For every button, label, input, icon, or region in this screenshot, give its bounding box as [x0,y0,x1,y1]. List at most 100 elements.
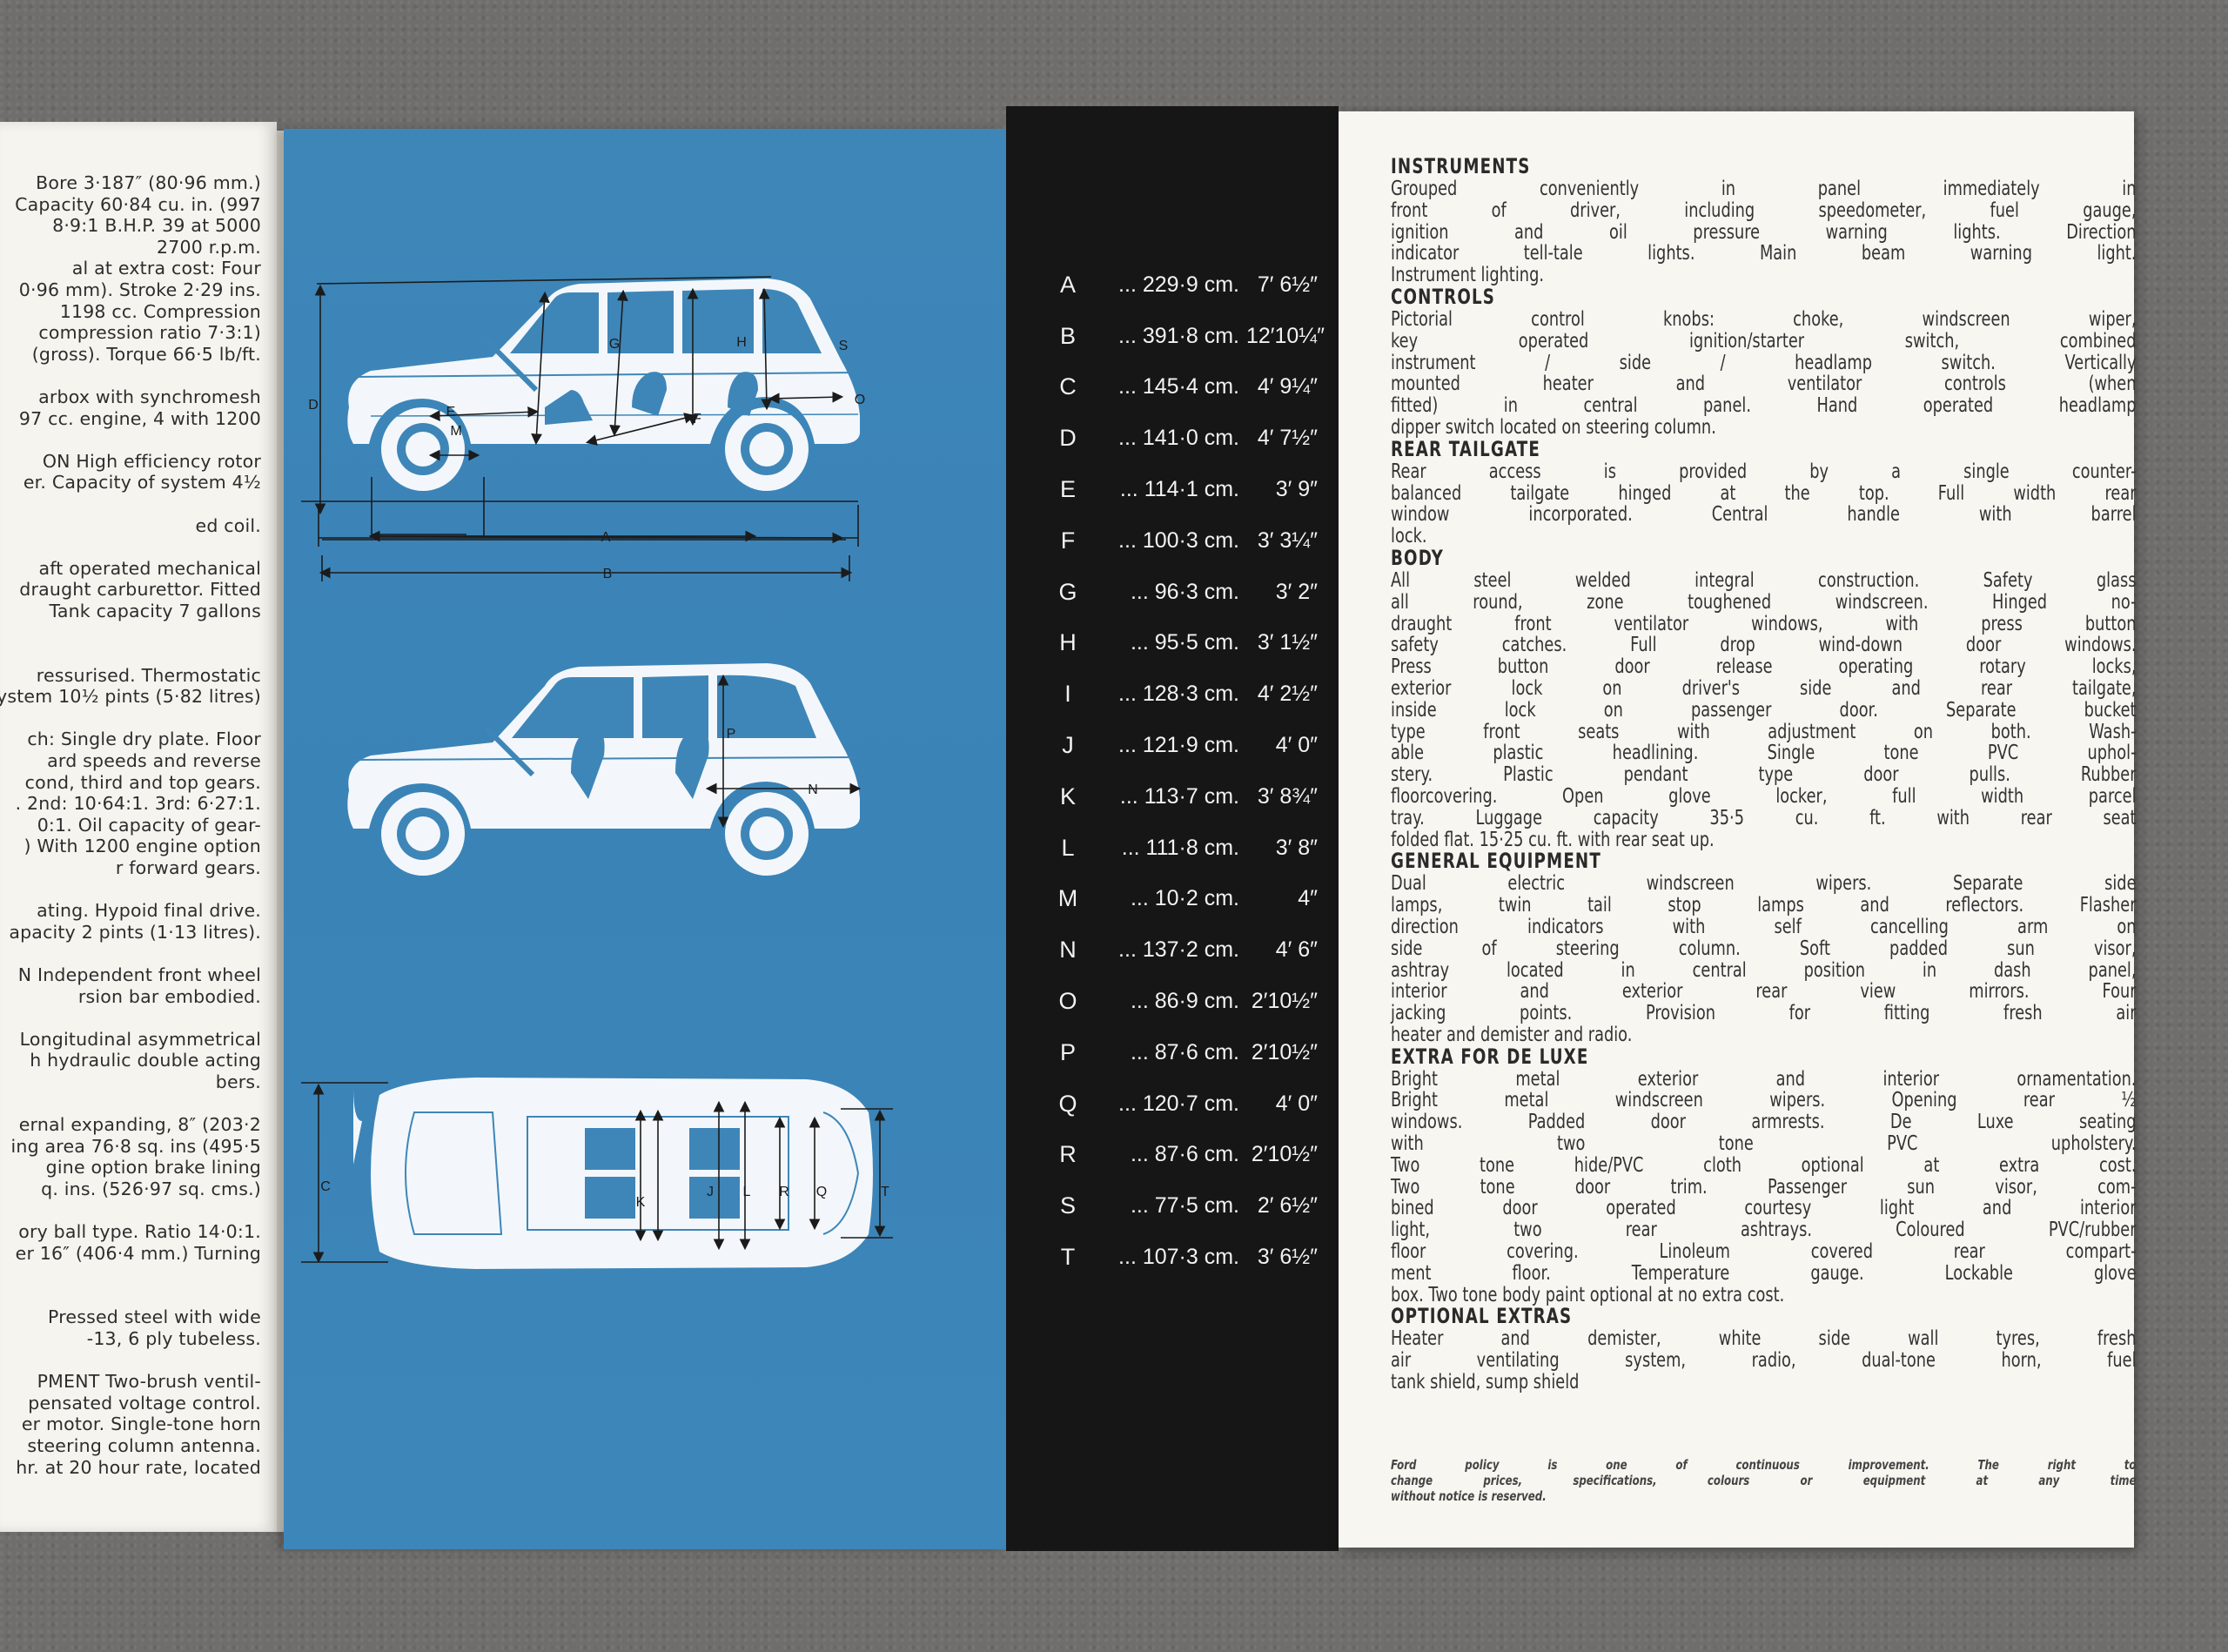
section-line: safety catches. Full drop wind-down door… [1391,632,2137,657]
left-spec-line: ating. Hypoid final drive. [37,900,261,922]
section-line: all round, zone toughened windscreen. Hi… [1391,588,2137,614]
section-line: lamps, twin tail stop lamps and reflecto… [1391,892,2137,917]
section-line: floor covering. Linoleum covered rear co… [1391,1239,2137,1264]
section-line: jacking points. Provision for fitting fr… [1391,1000,2137,1025]
policy-footnote: Ford policy is one of continuous improve… [1391,1457,2137,1504]
dimension-imp: 4′ 7½″ [1257,426,1318,451]
left-spec-line [0,708,261,729]
left-spec-line: q. ins. (526·97 sq. cms.) [41,1178,261,1199]
section-line: Bright metal windscreen wipers. Opening … [1391,1087,2137,1112]
side-view-labels: A B D E F G H M O S [308,335,865,581]
section-line: bined door operated courtesy light and i… [1391,1195,2137,1220]
dimension-cm: ... 87·6 cm. [1130,1039,1239,1064]
section-line: mounted heater and ventilator controls (… [1391,371,2137,396]
section-line: Rear access is provided by a single coun… [1391,458,2137,483]
dimension-imp: 3′ 3¼″ [1257,527,1318,553]
section-line: lock. [1391,523,1427,548]
section-line: folded flat. 15·25 cu. ft. with rear sea… [1391,826,1715,851]
section-line: Press button door release operating rota… [1391,654,2137,679]
dimension-imp: 3′ 8″ [1275,835,1318,860]
section-line: fitted) in central panel. Hand operated … [1391,393,2137,418]
left-spec-line: gine option brake lining [45,1157,261,1179]
section-line: instrument / side / headlamp switch. Ver… [1391,349,2137,374]
left-spec-line: arbox with synchromesh [38,386,261,407]
label-g: G [609,337,620,352]
top-dimension-lines [301,1082,893,1264]
dimension-imp: 2′10½″ [1251,1142,1318,1167]
left-spec-line: rsion bar embodied. [77,985,261,1007]
left-spec-line: r forward gears. [115,857,261,878]
left-spec-line: ch: Single dry plate. Floor [27,729,261,750]
dimension-letter: S [1059,1192,1076,1219]
left-spec-line [0,1200,261,1222]
dimension-row: K... 113·7 cm.3′ 8¾″ [1055,771,1333,823]
dimension-row: D... 141·0 cm.4′ 7½″ [1055,413,1333,464]
dimension-imp: 4′ 6″ [1275,937,1318,963]
dimension-imp: 4′ 0″ [1275,733,1318,758]
section-heading: BODY [1391,545,1444,570]
dimension-imp: 2′ 6½″ [1257,1193,1318,1219]
left-spec-line [0,536,261,558]
section-line: Dual electric windscreen wipers. Separat… [1391,870,2137,896]
dimension-row: E... 114·1 cm.3′ 9″ [1055,464,1333,515]
dimension-row: G... 96·3 cm.3′ 2″ [1055,567,1333,618]
left-spec-line [0,1264,261,1286]
section-heading: INSTRUMENTS [1391,154,1531,178]
footnote-line: without notice is reserved. [1391,1488,1547,1504]
dimension-imp: 4′ 9¼″ [1257,374,1318,400]
left-spec-line: Longitudinal asymmetrical [19,1028,261,1050]
label-h: H [736,335,747,350]
dimension-letter: D [1059,425,1077,452]
left-spec-line [0,494,261,515]
dimension-cm: ... 113·7 cm. [1119,783,1239,809]
dimension-cm: ... 100·3 cm. [1118,527,1239,553]
section-line: window incorporated. Central handle with… [1391,501,2137,527]
left-spec-line: ) With 1200 engine option [23,836,261,857]
dimension-row: P... 87·6 cm.2′10½″ [1055,1027,1333,1078]
dimension-cm: ... 145·4 cm. [1118,374,1239,400]
section-line: ashtray located in central position in d… [1391,957,2137,982]
section-line: tray. Luggage capacity 35·5 cu. ft. with… [1391,804,2137,829]
label-j: J [707,1185,714,1199]
top-view-car [353,1078,873,1269]
left-spec-line: ON High efficiency rotor [42,450,261,472]
side-dimension-lines [301,276,859,581]
footnote-line: change prices, specifications, colours o… [1391,1473,2137,1488]
left-spec-line: Capacity 60·84 cu. in. (997 [15,193,261,215]
left-spec-line: ing area 76·8 sq. ins (495·5 [10,1135,261,1157]
left-spec-line: 0:1. Oil capacity of gear- [37,814,261,836]
section-line: ment floor. Temperature gauge. Lockable … [1391,1259,2137,1285]
dimension-cm: ... 137·2 cm. [1118,937,1239,963]
section-heading: REAR TAILGATE [1391,436,1540,461]
dimension-letter: A [1059,271,1076,298]
top-view-labels: C J K L Q R T [320,1179,889,1210]
dimension-letter: C [1059,373,1077,400]
left-spec-line: N Independent front wheel [17,964,261,985]
dimension-imp: 3′ 6½″ [1257,1245,1318,1270]
section-line: Grouped conveniently in panel immediatel… [1391,176,2137,200]
left-spec-line: PMENT Two-brush ventil- [37,1371,261,1393]
dimension-cm: ... 391·8 cm. [1118,323,1239,348]
label-r: R [779,1185,789,1199]
dimension-imp: 3′ 2″ [1275,579,1318,604]
dimension-letter: L [1061,834,1075,861]
dimension-row: B... 391·8 cm.12′10¼″ [1055,311,1333,362]
label-l: L [743,1185,751,1199]
left-spec-line [0,1286,261,1307]
left-spec-line: Tank capacity 7 gallons [49,600,261,621]
left-spec-line [0,1093,261,1115]
label-q: Q [816,1185,827,1199]
section-line: Instrument lighting. [1391,262,1544,287]
dimension-cm: ... 87·6 cm. [1130,1142,1239,1167]
dimension-imp: 4′ 0″ [1275,1091,1318,1116]
left-spec-line: 97 cc. engine, 4 with 1200 [18,407,261,429]
left-spec-line: . 2nd: 10·64:1. 3rd: 6·27:1. [15,793,261,815]
left-spec-line: Bore 3·187″ (80·96 mm.) [36,172,261,193]
section-line: dipper switch located on steering column… [1391,413,1716,439]
mid-dimension-lines [705,674,862,829]
label-p: P [727,727,736,742]
section-line: balanced tailgate hinged at the top. Ful… [1391,480,2137,505]
left-spec-line: bers. [215,1071,261,1092]
dimension-row: I... 128·3 cm.4′ 2½″ [1055,668,1333,720]
dimension-imp: 2′10½″ [1251,989,1318,1014]
